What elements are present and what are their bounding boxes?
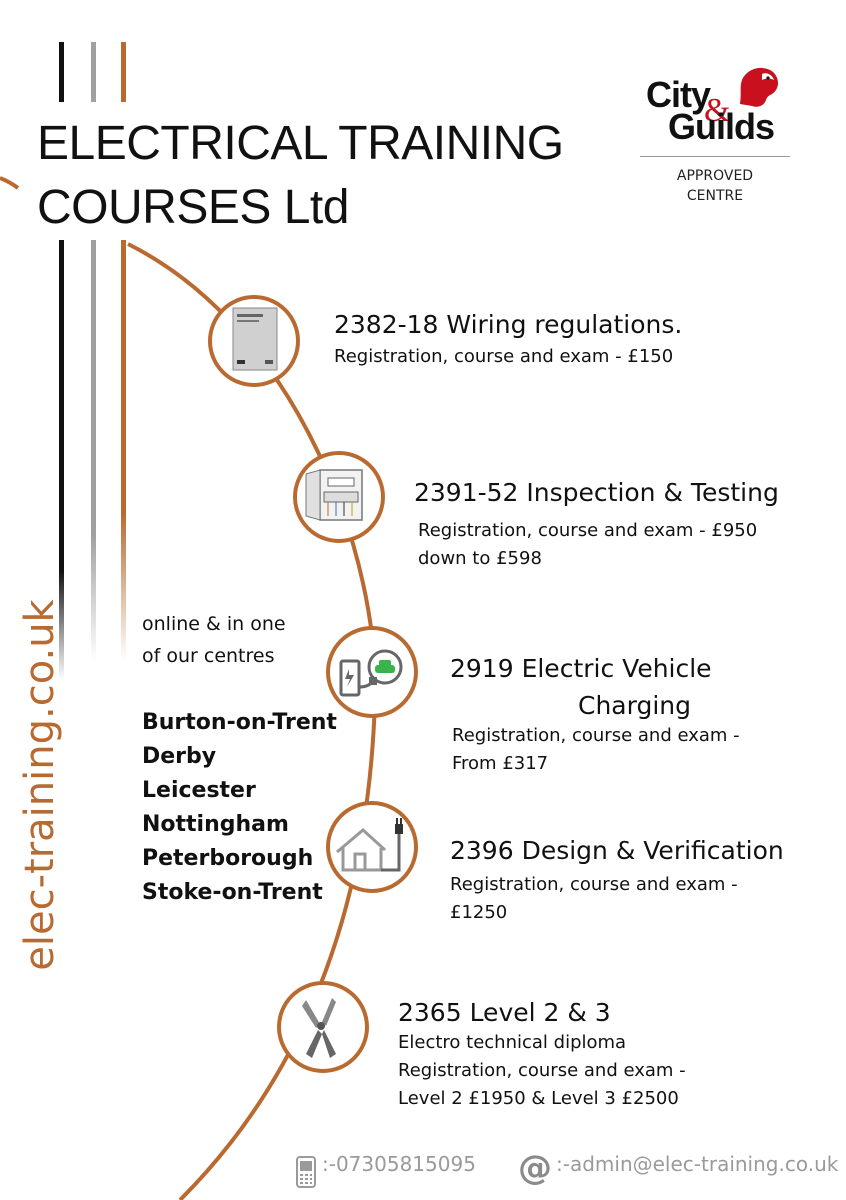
centre-item: Burton-on-Trent — [142, 710, 337, 735]
course-desc: Registration, course and exam - £950 — [418, 520, 758, 541]
course-title: 2365 Level 2 & 3 — [398, 998, 611, 1027]
course-icon-level — [276, 980, 370, 1074]
course-desc: Registration, course and exam - — [398, 1060, 686, 1081]
regulations-book-icon — [208, 295, 300, 387]
ev-charger-icon — [326, 626, 418, 718]
course-wiring-regulations: 2382-18 Wiring regulations. Registration… — [334, 310, 682, 371]
course-desc: Electro technical diploma — [398, 1032, 627, 1053]
locations-intro: online & in one of our centres — [142, 608, 286, 672]
course-icon-regulations — [207, 294, 301, 388]
title-line-2: COURSES Ltd — [37, 181, 349, 234]
course-desc: Registration, course and exam - — [450, 874, 738, 895]
course-title: 2391-52 Inspection & Testing — [414, 478, 779, 507]
city-guilds-logo: City & Guilds APPROVED CENTRE — [640, 60, 790, 210]
email-at-icon: @ — [518, 1148, 552, 1188]
course-desc: Level 2 £1950 & Level 3 £2500 — [398, 1088, 679, 1109]
course-desc: Registration, course and exam - — [452, 725, 740, 746]
course-icon-ev — [325, 625, 419, 719]
distribution-board-icon — [293, 451, 385, 543]
email-address[interactable]: :-admin@elec-training.co.uk — [556, 1152, 839, 1176]
course-icon-design — [325, 800, 419, 894]
page-title: ELECTRICAL TRAINING COURSES Ltd — [37, 112, 564, 240]
logo-brand-line-1: City — [646, 74, 711, 115]
centres-list: Burton-on-Trent Derby Leicester Nottingh… — [142, 706, 337, 910]
course-desc: down to £598 — [418, 548, 542, 569]
pliers-icon — [277, 981, 369, 1073]
locations-intro-line-1: online & in one — [142, 613, 286, 635]
course-inspection-testing: 2391-52 Inspection & Testing Registratio… — [414, 478, 779, 573]
approved-centre-label: APPROVED CENTRE — [640, 166, 790, 206]
course-icon-inspection — [292, 450, 386, 544]
course-title: 2396 Design & Verification — [450, 836, 784, 865]
ampersand-mark: & — [704, 92, 731, 129]
course-desc: Registration, course and exam - £150 — [334, 346, 674, 367]
course-desc: From £317 — [452, 753, 549, 774]
course-title: 2382-18 Wiring regulations. — [334, 310, 683, 339]
course-design-verification: 2396 Design & Verification Registration,… — [450, 836, 784, 927]
course-level-2-3: 2365 Level 2 & 3 Electro technical diplo… — [398, 998, 686, 1113]
phone-number[interactable]: :-07305815095 — [322, 1152, 476, 1176]
centre-item: Peterborough — [142, 846, 314, 871]
centre-item: Leicester — [142, 778, 256, 803]
logo-brand-line-2: Guilds — [668, 106, 775, 147]
locations-intro-line-2: of our centres — [142, 645, 275, 667]
lion-emblem-icon — [740, 67, 778, 107]
approved-line-2: CENTRE — [686, 188, 744, 204]
course-title: 2919 Electric Vehicle — [450, 654, 712, 683]
website-url[interactable]: elec-training.co.uk — [17, 599, 63, 971]
house-plug-icon — [326, 801, 418, 893]
phone-icon — [296, 1156, 316, 1188]
course-title-cont: Charging — [578, 691, 691, 720]
centre-item: Stoke-on-Trent — [142, 880, 323, 905]
course-desc: £1250 — [450, 902, 508, 923]
course-ev-charging: 2919 Electric Vehicle Charging Registrat… — [450, 654, 740, 778]
title-line-1: ELECTRICAL TRAINING — [37, 117, 564, 170]
logo-divider — [640, 156, 790, 157]
approved-line-1: APPROVED — [676, 168, 754, 184]
centre-item: Nottingham — [142, 812, 289, 837]
centre-item: Derby — [142, 744, 217, 769]
